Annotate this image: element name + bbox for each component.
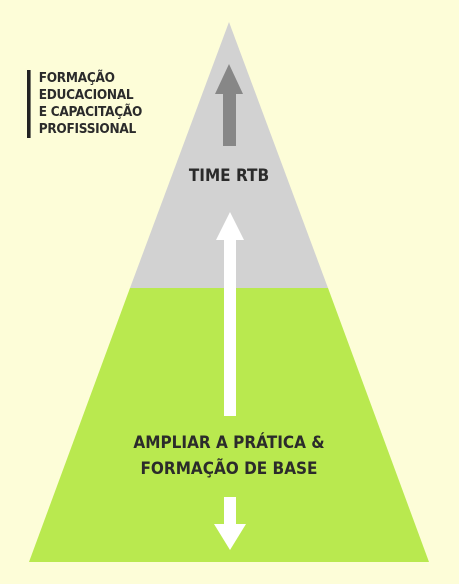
- side-note-line-3: E CAPACITAÇÃO: [38, 104, 143, 120]
- base-down-arrow-icon: [214, 497, 246, 550]
- center-up-arrow-icon: [216, 212, 244, 416]
- side-note: FORMAÇÃO EDUCACIONAL E CAPACITAÇÃO PROFI…: [27, 70, 142, 138]
- base-tier-label-line-1: AMPLIAR A PRÁTICA &: [133, 432, 324, 452]
- pyramid-base-tier: [29, 288, 429, 562]
- side-note-line-4: PROFISSIONAL: [38, 121, 137, 137]
- base-tier-label-line-2: FORMAÇÃO DE BASE: [141, 458, 318, 478]
- side-note-line-2: EDUCACIONAL: [38, 87, 134, 103]
- side-note-line-1: FORMAÇÃO: [38, 70, 115, 86]
- apex-up-arrow-icon: [215, 64, 243, 146]
- top-tier-label: TIME RTB: [189, 165, 269, 185]
- pyramid-top-tier: [130, 22, 328, 288]
